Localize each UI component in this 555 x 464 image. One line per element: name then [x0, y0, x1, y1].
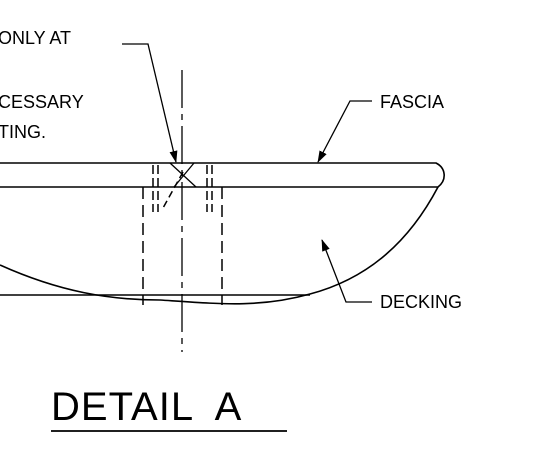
cross-stroke-1: [169, 162, 197, 188]
note-line-1: ONLY AT: [0, 28, 71, 48]
decking-leader: [321, 239, 372, 303]
note-leader: [122, 43, 178, 163]
fascia-label: FASCIA: [380, 92, 444, 112]
diagonal-nail: [162, 171, 184, 209]
decking-outline: [0, 186, 439, 305]
decking-label: DECKING: [380, 292, 462, 312]
note-line-3: TING.: [0, 122, 46, 142]
note-line-2: CESSARY: [0, 92, 84, 112]
detail-title: DETAIL A: [51, 385, 242, 429]
fascia-board: [0, 162, 445, 188]
fascia-leader: [317, 100, 372, 163]
